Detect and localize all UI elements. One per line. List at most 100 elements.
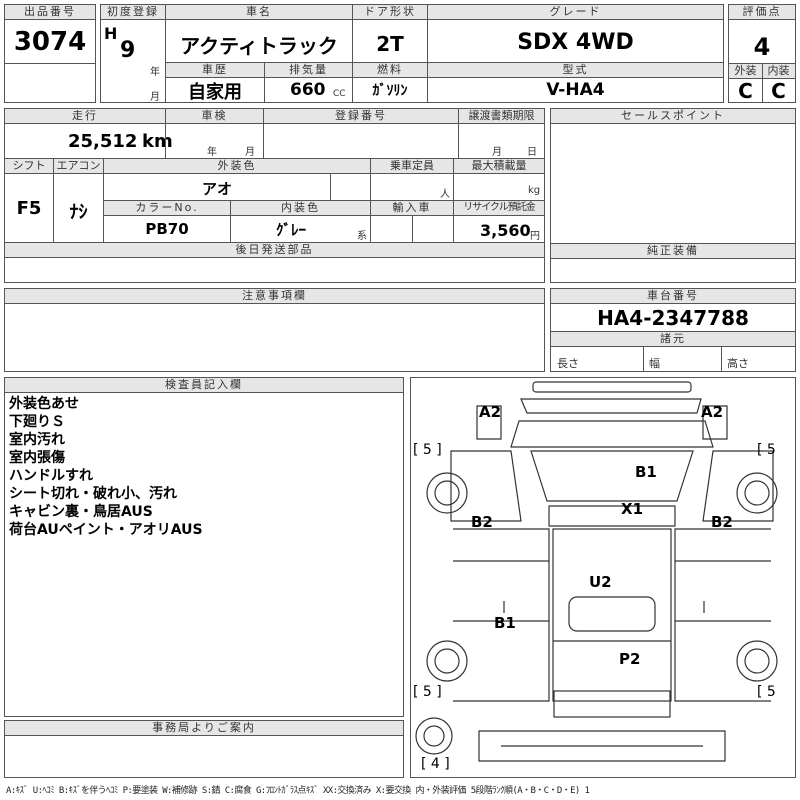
note-line: シート切れ・破れ小、汚れ — [9, 486, 177, 502]
bracket-front-right: [ 5 — [757, 442, 776, 458]
mileage-value: 25,512 — [68, 131, 138, 152]
ext-value: C — [738, 79, 753, 103]
inspection-month: 月 — [245, 147, 255, 158]
interior-color-value: ｸﾞﾚｰ — [275, 221, 306, 239]
lot-box: 出品番号 3074 — [4, 4, 96, 103]
year-unit: 年 — [150, 67, 160, 78]
interior-color-unit: 系 — [357, 231, 367, 242]
truck-diagram — [415, 381, 778, 762]
note-line: 室内張傷 — [9, 450, 65, 466]
bracket-front-left: [ 5 ] — [413, 442, 442, 458]
displacement-unit: CC — [333, 89, 346, 99]
inspector-label: 検査員記入欄 — [5, 378, 403, 393]
caution-label: 注意事項欄 — [5, 289, 544, 304]
damage-mark: B2 — [471, 513, 493, 531]
month-unit: 月 — [150, 92, 160, 103]
score-value: 4 — [753, 33, 771, 61]
sales-point-box: セールスポイント 純正装備 — [550, 108, 796, 283]
note-line: 外装色あせ — [9, 396, 79, 412]
car-name: アクティトラック — [180, 34, 338, 58]
bracket-rear-right: [ 5 — [757, 684, 776, 700]
load-unit: kg — [528, 185, 541, 196]
bracket-rear-left: [ 5 ] — [413, 684, 442, 700]
vehicle-details-box — [4, 108, 545, 283]
era: H — [104, 24, 118, 43]
damage-mark: A2 — [701, 403, 724, 421]
regno-label: 登録番号 — [264, 109, 458, 124]
note-line: 下廻りＳ — [9, 414, 65, 430]
equip-label: 純正装備 — [551, 244, 795, 259]
colorno-label: カラーNo. — [104, 201, 230, 216]
mileage-label: 走行 — [5, 109, 165, 124]
door-label: ドア形状 — [353, 5, 427, 20]
lot-label: 出品番号 — [5, 5, 95, 20]
caution-box: 注意事項欄 — [4, 288, 545, 372]
width-label: 幅 — [649, 357, 660, 370]
ac-label: エアコン — [54, 159, 103, 174]
inspector-notes: 外装色あせ 下廻りＳ 室内汚れ 室内張傷 ハンドルすれ シート切れ・破れ小、汚れ… — [9, 395, 203, 539]
damage-mark: A2 — [479, 403, 502, 421]
legend-text: A:ｷｽﾞ U:ﾍｺﾐ B:ｷｽﾞを伴うﾍｺﾐ P:要塗装 W:補修跡 S:錆 … — [6, 786, 590, 796]
mileage-unit: km — [142, 131, 173, 152]
damage-mark: P2 — [619, 650, 641, 668]
damage-mark: U2 — [589, 573, 612, 591]
capacity-label: 乗車定員 — [371, 159, 453, 174]
transfer-label: 譲渡書類期限 — [459, 109, 544, 124]
damage-mark: B1 — [635, 463, 657, 481]
transfer-month: 月 — [492, 147, 502, 158]
note-line: 室内汚れ — [9, 432, 65, 448]
capacity-unit: 人 — [440, 189, 450, 200]
transfer-day: 日 — [527, 147, 537, 158]
interior-color-label: 内装色 — [231, 201, 370, 216]
model-value: V-HA4 — [546, 80, 605, 100]
length-label: 長さ — [557, 357, 579, 370]
reg-year: 9 — [120, 38, 136, 63]
name-label: 車名 — [166, 5, 352, 20]
int-label: 内装 — [762, 64, 795, 79]
dims-label: 諸元 — [551, 332, 795, 347]
grade-value: SDX 4WD — [517, 30, 634, 55]
note-line: ハンドルすれ — [9, 468, 93, 484]
damage-mark: B2 — [711, 513, 733, 531]
chassis-box: 車台番号 HA4-2347788 諸元 長さ 幅 高さ — [550, 288, 796, 372]
int-value: C — [771, 79, 786, 103]
reg-label: 初度登録 — [101, 5, 165, 20]
displacement-label: 排気量 — [265, 63, 352, 78]
sales-label: セールスポイント — [551, 109, 795, 124]
door-value: 2T — [376, 32, 404, 56]
inspection-label: 車検 — [166, 109, 263, 124]
office-label: 事務局よりご案内 — [5, 721, 403, 736]
shift-value: F5 — [16, 198, 42, 219]
inspection-year: 年 — [207, 147, 217, 158]
office-box: 事務局よりご案内 — [4, 720, 404, 778]
bracket-spare: [ 4 ] — [421, 756, 450, 772]
colorno-value: PB70 — [145, 220, 189, 238]
load-label: 最大積載量 — [454, 159, 544, 174]
ac-value: ﾅｼ — [69, 202, 88, 223]
grade-label: グレード — [428, 5, 723, 20]
exterior-color-label: 外装色 — [104, 159, 370, 174]
damage-diagram-box: A2 A2 B1 X1 B2 B2 U2 B1 P2 [ 5 ] [ 5 [ 5… — [410, 377, 796, 778]
import-label: 輸入車 — [371, 201, 453, 216]
lot-number: 3074 — [13, 27, 87, 57]
score-box: 評価点 4 外装 内装 C C — [728, 4, 796, 103]
ext-label: 外装 — [729, 64, 762, 79]
registration-box — [100, 4, 724, 103]
history-value: 自家用 — [188, 82, 242, 103]
damage-mark: X1 — [621, 500, 644, 518]
history-label: 車歴 — [166, 63, 264, 78]
fuel-label: 燃料 — [353, 63, 427, 78]
shift-label: シフト — [5, 159, 53, 174]
chassis-label: 車台番号 — [551, 289, 795, 304]
exterior-color-value: アオ — [201, 180, 232, 198]
note-line: キャビン裏・鳥居AUS — [9, 504, 153, 520]
score-label: 評価点 — [729, 5, 795, 20]
chassis-value: HA4-2347788 — [597, 306, 749, 330]
recycle-unit: 円 — [530, 231, 540, 242]
fuel-value: ｶﾞｿﾘﾝ — [372, 83, 408, 99]
inspector-box: 検査員記入欄 外装色あせ 下廻りＳ 室内汚れ 室内張傷 ハンドルすれ シート切れ… — [4, 377, 404, 717]
parts-label: 後日発送部品 — [5, 243, 544, 258]
recycle-label: リサイクル預託金 — [454, 201, 544, 216]
model-label: 型式 — [428, 63, 723, 78]
recycle-value: 3,560 — [480, 221, 531, 240]
